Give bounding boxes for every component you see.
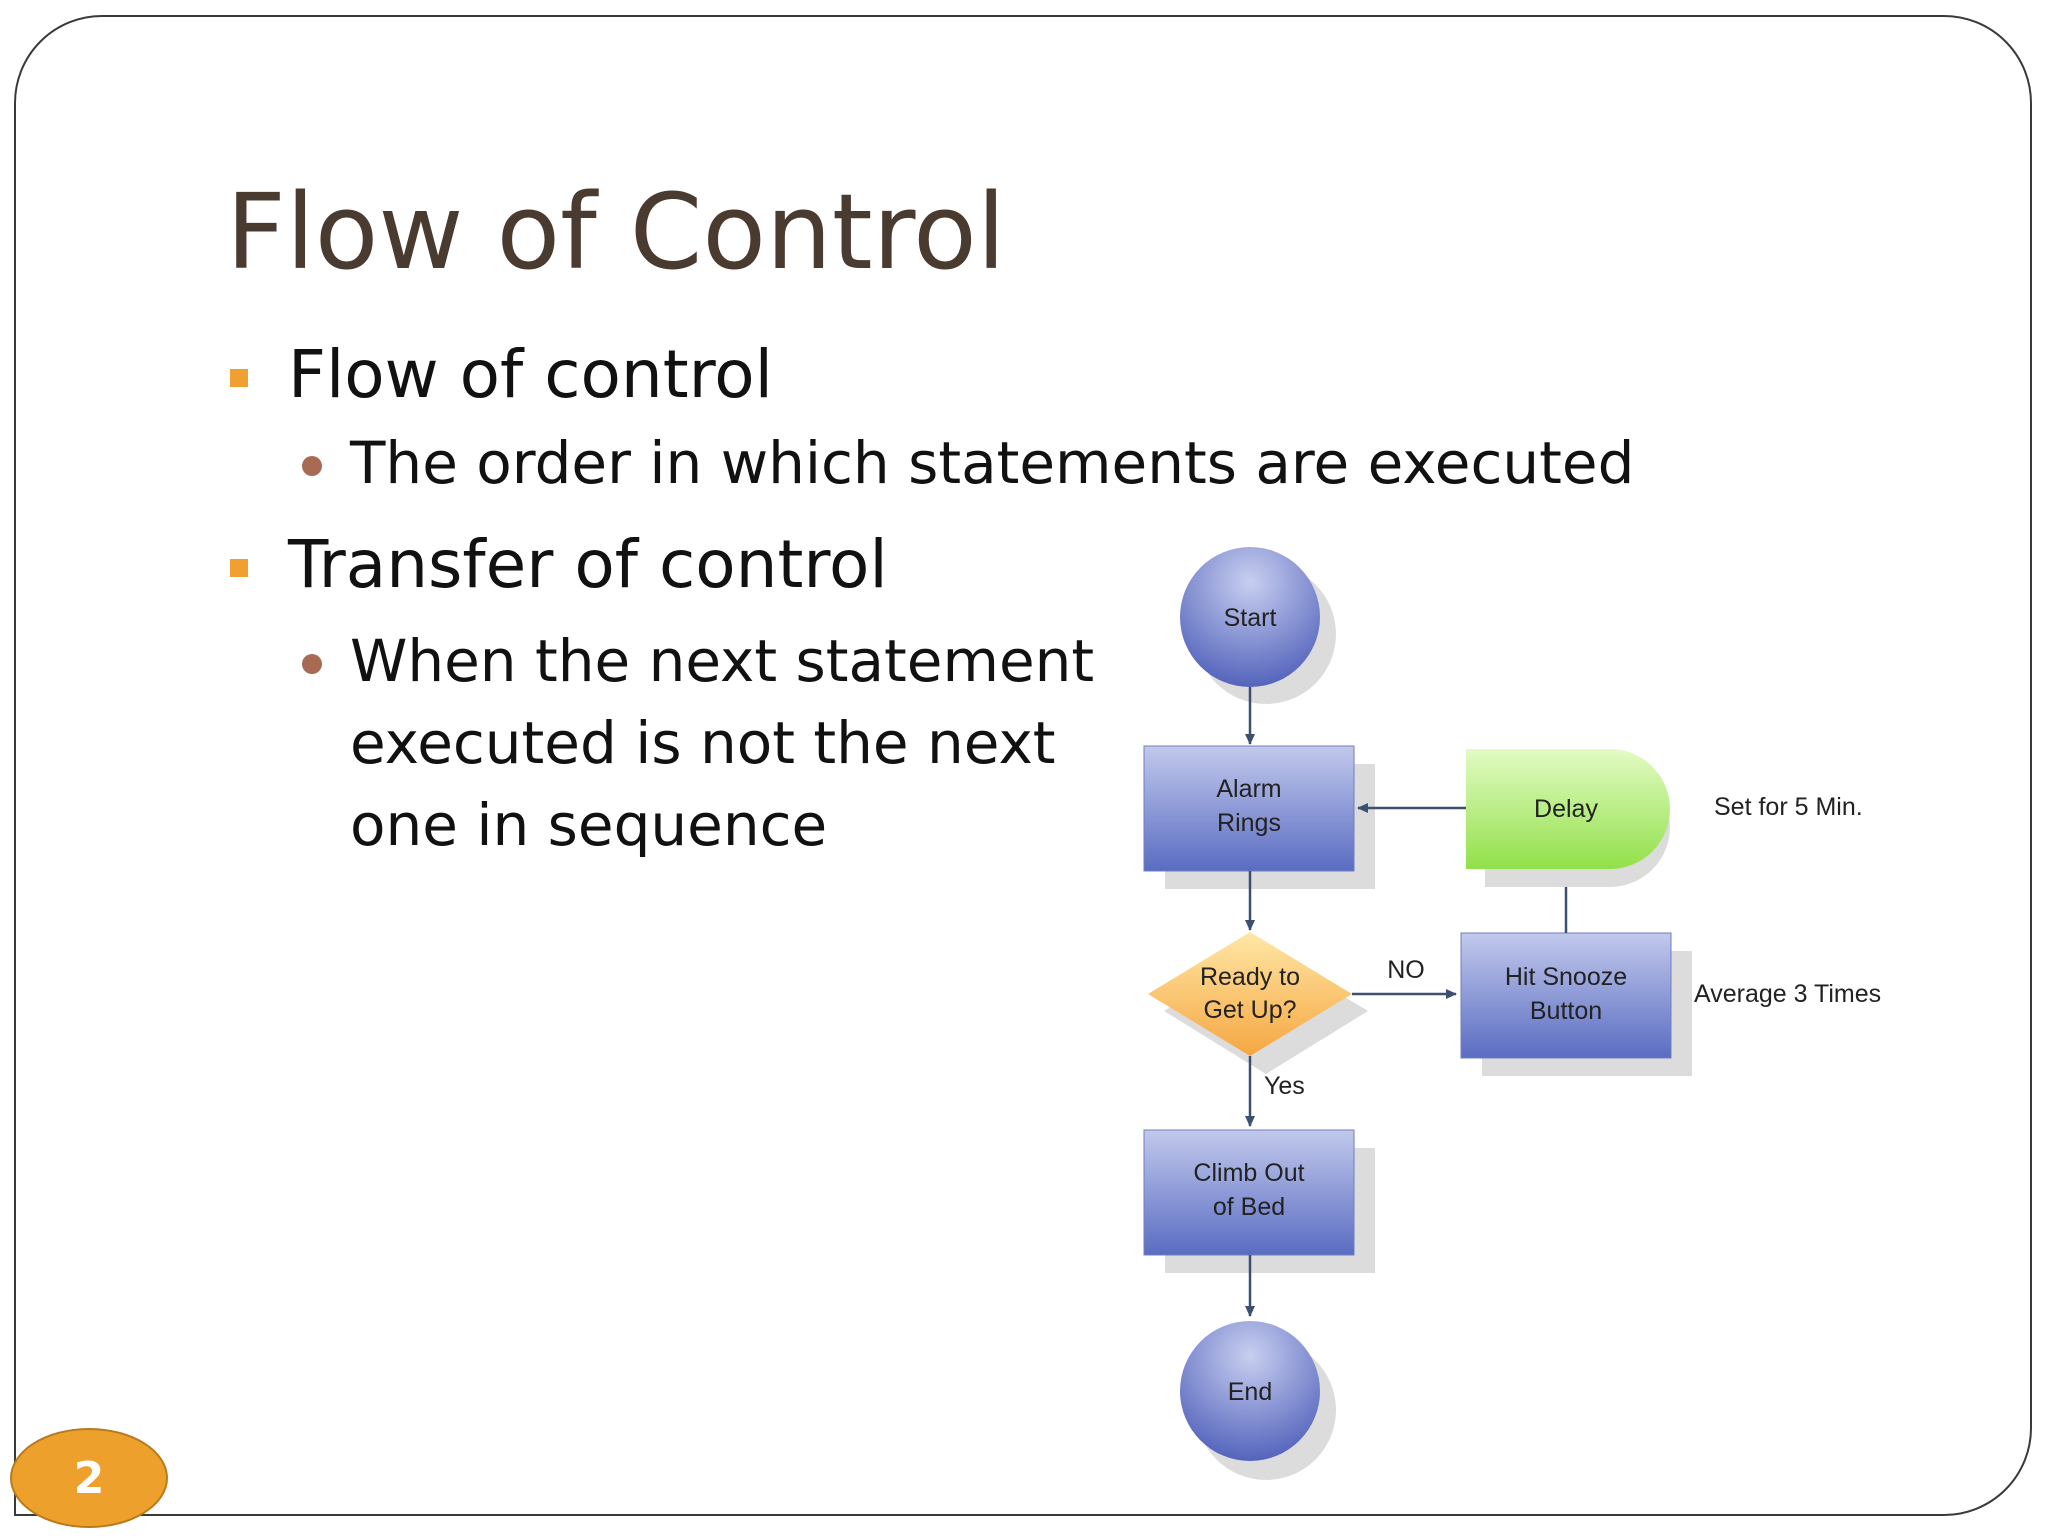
climb-node (1143, 1129, 1355, 1256)
end-node (1180, 1321, 1320, 1461)
alarm-label-2: Rings (1217, 809, 1281, 837)
start-node (1180, 547, 1320, 687)
page-number: 2 (73, 1452, 105, 1504)
note-snooze: Average 3 Times (1694, 980, 1881, 1008)
edge-no-label: NO (1387, 956, 1425, 984)
snooze-label-2: Button (1530, 997, 1602, 1025)
alarm-label-1: Alarm (1216, 775, 1281, 803)
page-number-badge: 2 (10, 1428, 168, 1528)
sub-bullet-line-3: one in sequence (350, 791, 828, 859)
bullet-text: Transfer of control (288, 526, 888, 603)
end-label: End (1228, 1378, 1272, 1406)
snooze-label-1: Hit Snooze (1505, 963, 1627, 991)
start-label: Start (1224, 604, 1277, 632)
climb-label-2: of Bed (1213, 1193, 1285, 1221)
sub-bullet-line-1: When the next statement (350, 627, 1095, 695)
flowchart-diagram: Start Alarm Rings Ready to Get Up? NO Ye… (1143, 547, 1881, 1480)
round-bullet-icon (302, 456, 322, 476)
round-bullet-icon (302, 654, 322, 674)
note-delay: Set for 5 Min. (1714, 793, 1863, 821)
snooze-node (1460, 932, 1672, 1059)
square-bullet-icon (230, 559, 248, 577)
slide-frame (14, 15, 2032, 1516)
climb-label-1: Climb Out (1193, 1159, 1304, 1187)
edge-yes-label: Yes (1264, 1072, 1305, 1100)
sub-bullet-line-2: executed is not the next (350, 709, 1056, 777)
sub-bullet-transfer: When the next statement executed is not … (300, 620, 1120, 880)
decision-node (1148, 932, 1352, 1056)
sub-bullet-text: When the next statement executed is not … (350, 620, 1094, 866)
decision-label-1: Ready to (1200, 963, 1300, 991)
bullet-text: Flow of control (288, 336, 774, 413)
sub-bullet-text: The order in which statements are execut… (350, 429, 1635, 497)
delay-label: Delay (1534, 795, 1598, 823)
alarm-node (1143, 745, 1355, 872)
decision-label-2: Get Up? (1203, 996, 1296, 1024)
delay-node (1466, 749, 1670, 869)
sub-bullet-order: The order in which statements are execut… (300, 422, 1634, 512)
square-bullet-icon (230, 369, 248, 387)
slide-title: Flow of Control (226, 171, 1006, 293)
